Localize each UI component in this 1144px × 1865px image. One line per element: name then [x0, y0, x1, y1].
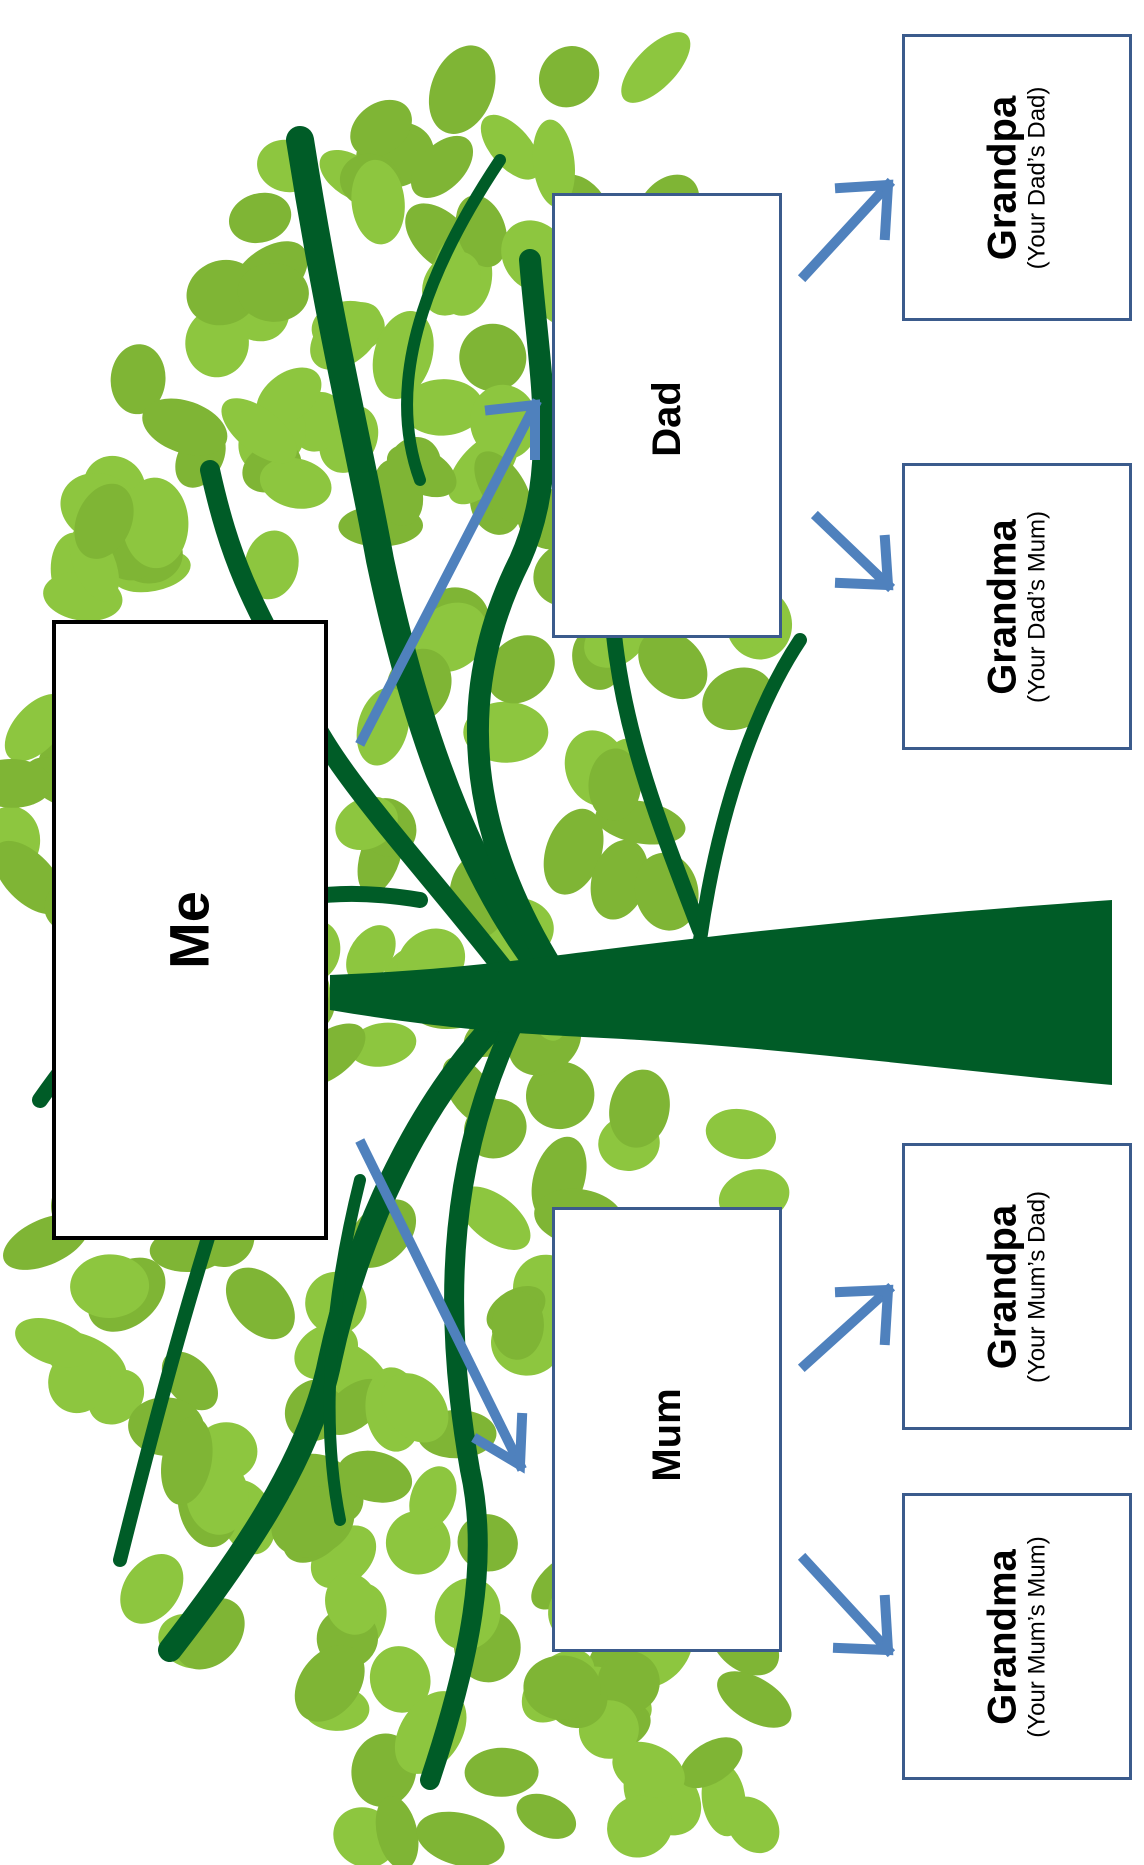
grandma-dads-mum-box[interactable]: Grandma (Your Dad’s Mum)	[902, 463, 1132, 750]
leaf	[185, 308, 249, 378]
leaf	[590, 839, 649, 920]
grandpa-mums-dad-box[interactable]: Grandpa (Your Mum’s Dad)	[902, 1143, 1132, 1430]
leaf	[516, 1793, 577, 1839]
leaf	[679, 1737, 743, 1789]
me-box[interactable]: Me	[52, 620, 328, 1240]
branch	[420, 1000, 530, 1790]
branch	[466, 249, 571, 991]
leaf	[457, 1186, 531, 1250]
leaf	[0, 840, 65, 915]
leaf	[609, 1069, 670, 1148]
leaf	[381, 1373, 449, 1443]
leaf	[638, 629, 708, 700]
leaf	[122, 477, 189, 569]
arrow-me-to-dad	[355, 398, 542, 747]
leaf	[356, 687, 410, 766]
leaf	[416, 1811, 505, 1865]
trunk	[330, 900, 1112, 1085]
leaf	[538, 46, 600, 108]
leaf	[607, 1795, 673, 1858]
leaf	[588, 748, 642, 821]
leaf	[459, 323, 527, 392]
leaf	[225, 1267, 295, 1340]
leaf	[142, 398, 228, 456]
leaf	[228, 192, 292, 244]
leaf	[15, 1318, 92, 1368]
leaf	[621, 32, 691, 103]
leaf	[705, 1108, 777, 1160]
arrow-mum-to-grandpa	[797, 1282, 896, 1373]
leaf	[160, 1416, 213, 1505]
leaf	[373, 459, 424, 526]
branch	[286, 126, 574, 1004]
leaf	[402, 379, 484, 436]
branch	[693, 633, 807, 947]
leaf	[480, 114, 541, 180]
leaf	[337, 1450, 413, 1503]
leaf	[294, 1644, 365, 1722]
leaf	[525, 1061, 595, 1130]
leaf	[259, 457, 332, 509]
leaf	[346, 925, 396, 984]
leaf	[597, 1650, 660, 1714]
leaf	[464, 1747, 539, 1797]
leaf	[523, 1655, 601, 1720]
leaf	[543, 808, 604, 895]
leaf	[237, 262, 309, 322]
leaf	[120, 1554, 184, 1624]
leaf	[409, 1466, 457, 1530]
leaf	[428, 45, 496, 134]
leaf	[221, 398, 297, 464]
leaf	[369, 1646, 431, 1713]
leaf	[0, 758, 53, 808]
grandpa-dads-dad-box[interactable]: Grandpa (Your Dad’s Dad)	[902, 34, 1132, 321]
arrow-me-to-mum	[355, 1138, 528, 1474]
arrow-mum-to-grandma	[797, 1552, 896, 1658]
leaf	[474, 451, 532, 525]
leaf	[532, 119, 575, 208]
arrow-dad-to-grandpa	[797, 177, 896, 283]
leaf	[186, 259, 260, 326]
branch	[323, 1174, 366, 1526]
leaf	[70, 1254, 150, 1319]
leaf	[410, 135, 474, 198]
leaf	[110, 344, 166, 415]
leaf	[491, 1291, 544, 1360]
leaf	[325, 1573, 379, 1635]
leaf	[612, 1741, 685, 1799]
leaf	[486, 635, 555, 704]
leaf	[351, 159, 405, 245]
leaf	[375, 1795, 419, 1865]
leaf	[717, 1671, 792, 1728]
mum-box[interactable]: Mum	[552, 1207, 782, 1652]
leaf	[349, 1022, 417, 1067]
leaf	[74, 483, 134, 559]
arrow-dad-to-grandma	[810, 510, 896, 593]
leaf	[244, 530, 299, 600]
branch	[401, 154, 506, 486]
leaf	[256, 367, 322, 426]
leaf	[350, 99, 412, 157]
dad-box[interactable]: Dad	[552, 193, 782, 638]
grandma-mums-mum-box[interactable]: Grandma (Your Mum’s Mum)	[902, 1493, 1132, 1780]
leaf	[725, 1796, 780, 1854]
